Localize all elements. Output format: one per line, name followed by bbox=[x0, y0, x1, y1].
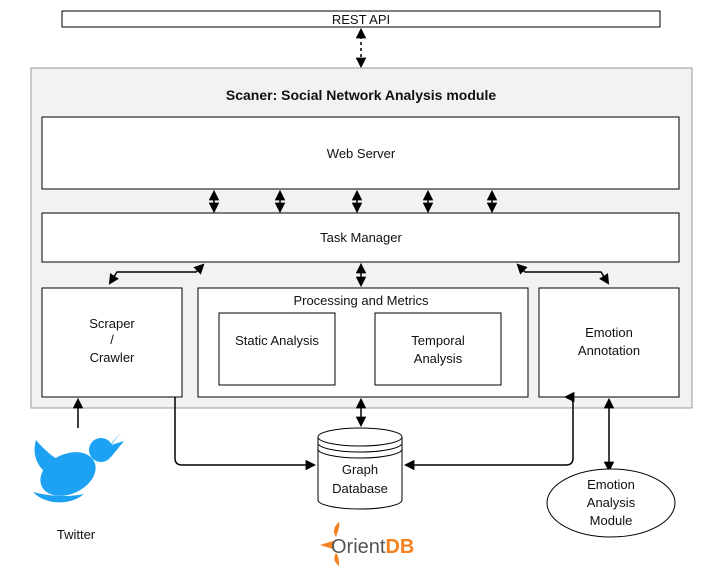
orientdb-word-db: DB bbox=[385, 536, 414, 558]
webserver-taskmanager-connectors bbox=[208, 189, 498, 214]
emotion-annotation-box: Emotion Annotation bbox=[538, 287, 680, 398]
task-manager-box: Task Manager bbox=[41, 212, 680, 263]
processing-label: Processing and Metrics bbox=[293, 293, 429, 308]
scraper-label-line2: / bbox=[110, 332, 114, 347]
temporal-analysis-line2: Analysis bbox=[414, 351, 463, 366]
emotion-annotation-line2: Annotation bbox=[578, 343, 640, 358]
emotion-analysis-module: Emotion Analysis Module bbox=[546, 468, 676, 538]
twitter-bird-icon bbox=[33, 432, 124, 503]
graph-db-line1: Graph bbox=[342, 462, 378, 477]
scraper-graphdb-connector bbox=[174, 397, 317, 471]
emotion-module-line1: Emotion bbox=[587, 477, 635, 492]
scraper-crawler-box: Scraper / Crawler bbox=[41, 287, 183, 398]
scraper-label-line3: Crawler bbox=[90, 350, 135, 365]
processing-metrics-box: Processing and Metrics Static Analysis T… bbox=[197, 287, 529, 398]
graph-database-cylinder: Graph Database bbox=[317, 427, 403, 510]
emotion-annotation-line1: Emotion bbox=[585, 325, 633, 340]
temporal-analysis-line1: Temporal bbox=[411, 333, 465, 348]
scraper-label-line1: Scraper bbox=[89, 316, 135, 331]
static-analysis-label: Static Analysis bbox=[235, 333, 319, 348]
rest-api-box: REST API bbox=[61, 10, 661, 28]
taskmanager-emotion-connector bbox=[516, 263, 610, 285]
rest-api-label: REST API bbox=[332, 12, 390, 27]
temporal-analysis-box bbox=[374, 312, 502, 386]
web-server-label: Web Server bbox=[327, 146, 396, 161]
taskmanager-scraper-connector bbox=[108, 263, 205, 285]
twitter-label: Twitter bbox=[57, 527, 96, 542]
emotion-graphdb-connector bbox=[403, 391, 575, 471]
emotion-module-line2: Analysis bbox=[587, 495, 636, 510]
graph-db-line2: Database bbox=[332, 481, 388, 496]
task-manager-label: Task Manager bbox=[320, 230, 402, 245]
web-server-box: Web Server bbox=[41, 116, 680, 190]
orientdb-word-orient: Orient bbox=[331, 536, 386, 558]
module-title: Scaner: Social Network Analysis module bbox=[226, 87, 496, 103]
static-analysis-box bbox=[218, 312, 336, 386]
svg-text:OrientDB: OrientDB bbox=[331, 536, 414, 558]
emotion-module-line3: Module bbox=[590, 513, 633, 528]
orientdb-logo: OrientDB bbox=[320, 522, 414, 566]
